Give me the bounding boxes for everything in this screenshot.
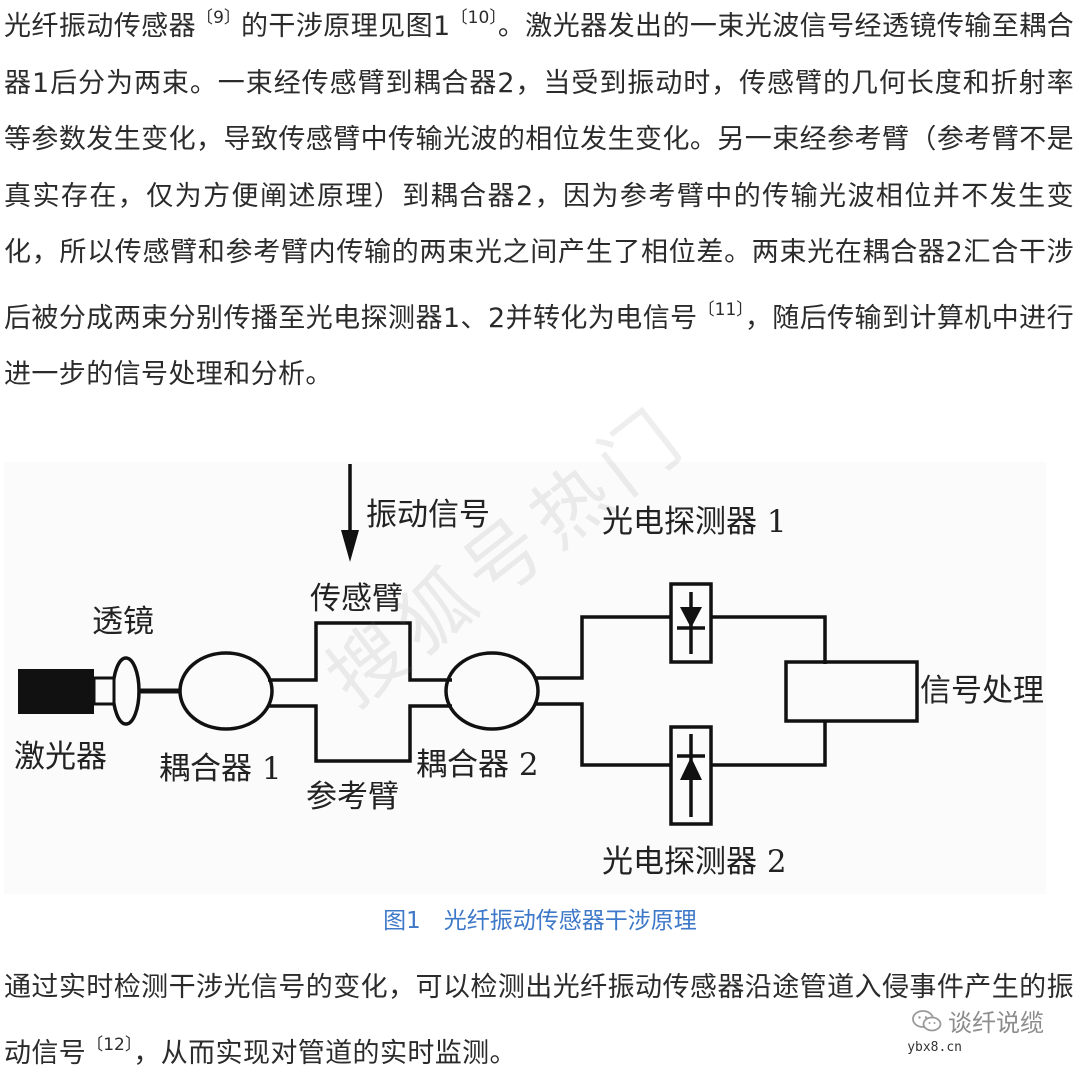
sensing-arm-path (268, 621, 452, 682)
conclusion-text-1: 通过实时检测干涉光信号的变化，可以检测出光纤振动传感器沿途管道入侵事件产生的振动… (4, 972, 1074, 1069)
reference-arm-label: 参考臂 (306, 779, 399, 815)
signal-processing-label: 信号处理 (920, 673, 1044, 709)
diode1-triangle (680, 607, 702, 628)
vibration-arrowhead (341, 530, 359, 562)
detector2-box (669, 725, 713, 826)
brand-name: 谈纤说缆 (948, 1009, 1044, 1037)
intro-text-2: 的干涉原理见图1 (240, 11, 451, 42)
site-url: ybx8.cn (907, 1040, 962, 1055)
laser-body (18, 669, 94, 714)
intro-text-3: 。激光器发出的一束光波信号经透镜传输至耦合器1后分为两束。一束经传感臂到耦合器2… (4, 11, 1074, 334)
interference-figure: 振动信号 光电探测器 1 传感臂 透镜 信号处理 激光器 耦合器 1 耦合器 2… (4, 462, 1046, 894)
wire-detector2-to-processor (711, 720, 827, 767)
figure-caption: 图1 光纤振动传感器干涉原理 (383, 908, 697, 934)
intro-paragraph: 光纤振动传感器〔9〕的干涉原理见图1〔10〕。激光器发出的一束光波信号经透镜传输… (4, 0, 1074, 404)
fiber-to-detector1 (534, 615, 670, 680)
citation-9: 〔9〕 (196, 8, 241, 28)
signal-processing-box (784, 660, 919, 723)
coupler2-shape (444, 651, 540, 731)
lens-shape (111, 656, 141, 726)
intro-text-4: ，随后传输到计算机中进行进一步的信号处理和分析。 (4, 302, 1074, 391)
brand-watermark: 谈纤说缆 (912, 1003, 1044, 1038)
laser-label: 激光器 (14, 739, 107, 775)
wechat-icon (912, 1009, 942, 1031)
detector1-label: 光电探测器 1 (602, 504, 787, 540)
detector1-box (669, 582, 713, 664)
fiber-to-detector2 (534, 702, 670, 767)
citation-10: 〔10〕 (450, 8, 498, 28)
coupler2-label: 耦合器 2 (416, 747, 539, 783)
lens-label: 透镜 (92, 604, 154, 640)
intro-text-1: 光纤振动传感器 (4, 11, 197, 42)
diode2-triangle (680, 757, 702, 780)
coupler1-shape (178, 651, 274, 731)
citation-12: 〔12〕 (86, 1034, 134, 1055)
citation-11: 〔11〕 (697, 299, 745, 320)
reference-arm-path (268, 704, 452, 763)
interference-diagram (18, 464, 919, 826)
conclusion-text-2: ，从而实现对管道的实时监测。 (133, 1037, 517, 1069)
wire-detector1-to-processor (711, 615, 827, 664)
conclusion-paragraph: 通过实时检测干涉光信号的变化，可以检测出光纤振动传感器沿途管道入侵事件产生的振动… (4, 960, 1074, 1082)
vibration-signal-label: 振动信号 (366, 497, 490, 533)
sensing-arm-label: 传感臂 (310, 581, 403, 617)
detector2-label: 光电探测器 2 (602, 844, 787, 880)
coupler1-label: 耦合器 1 (159, 751, 282, 787)
